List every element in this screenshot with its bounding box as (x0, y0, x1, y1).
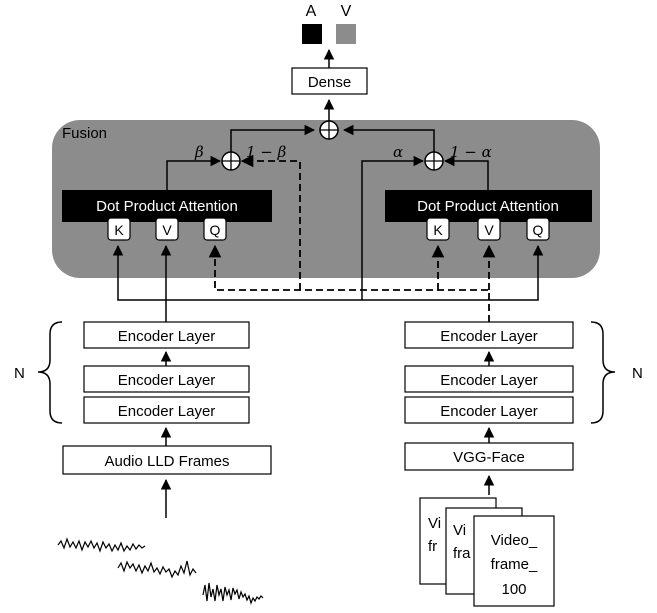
audio-lld-label: Audio LLD Frames (104, 453, 229, 470)
video-frame-front (473, 515, 555, 607)
right-encoder-layer-1-label: Encoder Layer (440, 328, 538, 345)
right-q-box (526, 217, 550, 241)
right-encoder-layer-2-label: Encoder Layer (440, 372, 538, 389)
left-encoder-layer-2-label: Encoder Layer (118, 372, 216, 389)
dense-label: Dense (308, 74, 351, 91)
left-encoder-layer-3-label: Encoder Layer (118, 403, 216, 420)
fusion-label: Fusion (62, 125, 107, 142)
left-q-label: Q (210, 222, 221, 238)
left-attention-title: Dot Product Attention (96, 198, 238, 215)
video-frame-front-line1: Video_ (491, 532, 538, 549)
video-frame-mid-line2: fra (453, 545, 471, 562)
video-frame-back-line1: Vi (428, 515, 441, 532)
left-stack-n: N (14, 365, 25, 382)
right-v-box (477, 217, 501, 241)
right-attention-block (385, 190, 592, 222)
fusion-block (52, 120, 600, 278)
audio-waveform-icon (57, 537, 264, 605)
left-v-label: V (162, 222, 172, 238)
output-a-square (302, 24, 322, 44)
left-k-box (107, 217, 131, 241)
video-frame-front-line3: 100 (501, 581, 526, 598)
video-frame-back-line2: fr (428, 538, 437, 555)
video-frame-mid-line1: Vi (453, 522, 466, 539)
alpha-label: α (393, 143, 403, 161)
left-encoder-layer-2 (83, 365, 250, 393)
right-k-label: K (433, 222, 443, 238)
left-encoder-layer-1 (83, 321, 250, 349)
vgg-face-label: VGG-Face (453, 449, 525, 466)
video-frame-front-line2: frame_ (491, 556, 538, 573)
left-k-label: K (114, 222, 124, 238)
left-q-box (203, 217, 227, 241)
right-attention-title: Dot Product Attention (417, 198, 559, 215)
beta-label: β (194, 143, 204, 161)
right-encoder-layer-3-label: Encoder Layer (440, 403, 538, 420)
right-q-label: Q (533, 222, 544, 238)
right-encoder-layer-3 (404, 396, 574, 424)
left-v-box (155, 217, 179, 241)
right-stack-n: N (632, 365, 643, 382)
right-k-box (426, 217, 450, 241)
right-v-label: V (484, 222, 494, 238)
right-encoder-layer-1 (404, 321, 574, 349)
output-v-label: V (341, 3, 352, 20)
left-attention-block (62, 190, 272, 222)
right-encoder-layer-2 (404, 365, 574, 393)
output-a-label: A (306, 3, 317, 20)
left-encoder-layer-3 (83, 396, 250, 424)
right-brace (590, 321, 616, 424)
audio-lld-box (62, 445, 272, 475)
left-encoder-layer-1-label: Encoder Layer (118, 328, 216, 345)
output-v-square (336, 24, 356, 44)
one-minus-beta-label: 1 − β (246, 143, 287, 161)
left-brace (37, 321, 63, 424)
vgg-face-box (404, 442, 574, 471)
one-minus-alpha-label: 1 − α (450, 143, 492, 161)
